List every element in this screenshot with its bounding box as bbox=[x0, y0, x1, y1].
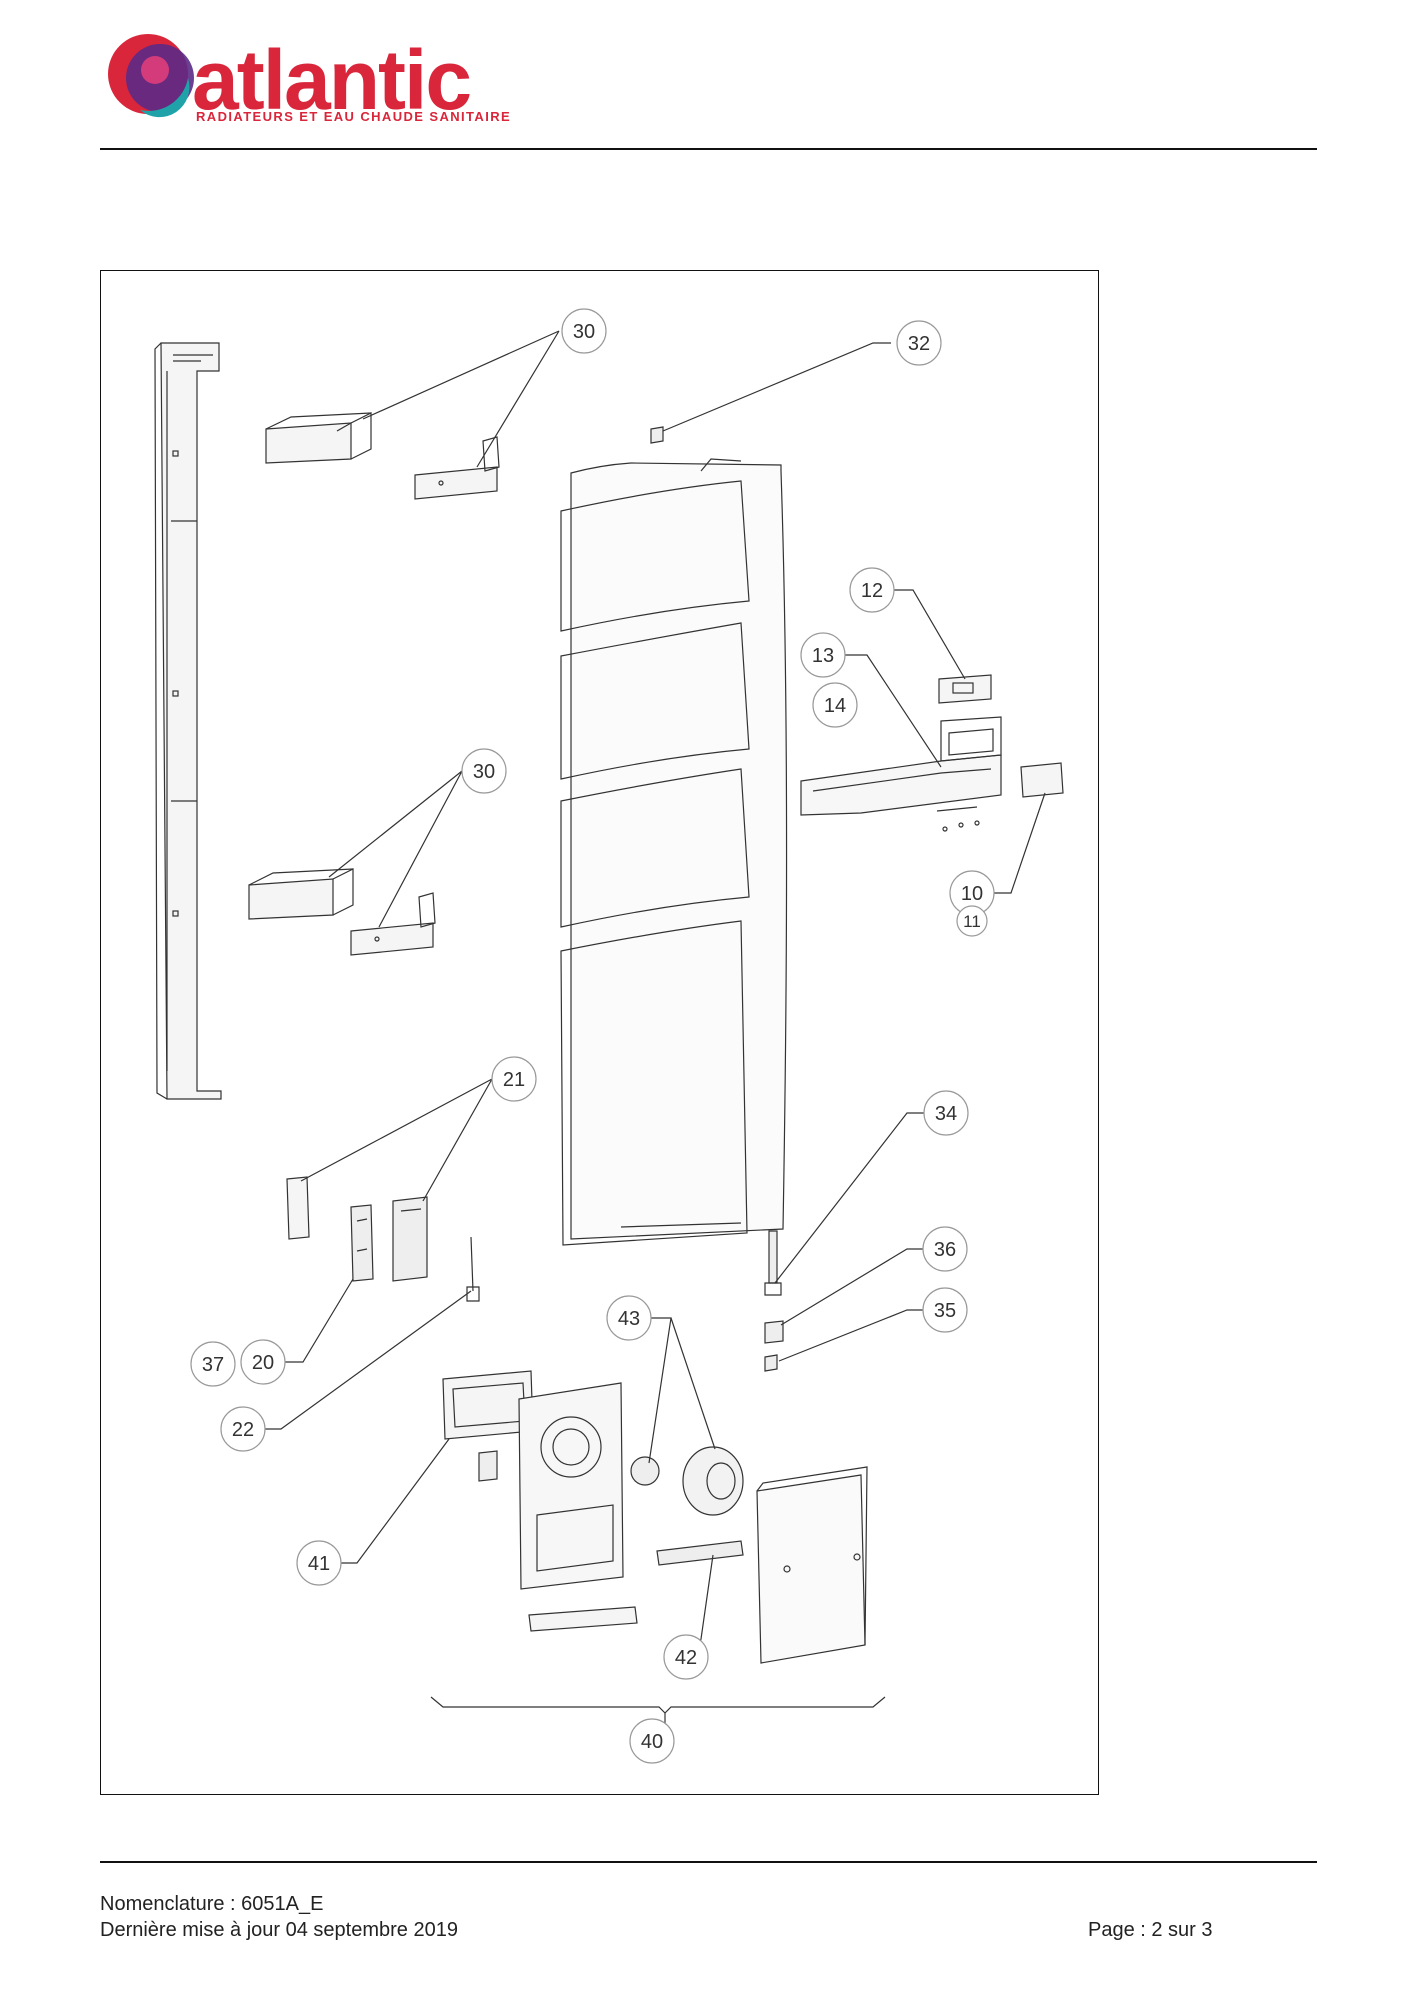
callout-number: 30 bbox=[573, 321, 595, 343]
callout-12: 12 bbox=[849, 567, 895, 613]
callout-42: 42 bbox=[663, 1634, 709, 1680]
callout-circle bbox=[849, 567, 895, 613]
callout-labels: 30 32 12 13 14 30 10 11 21 34 36 35 43 37 20 22 41 42 40 bbox=[190, 308, 995, 1764]
callout-circle bbox=[461, 748, 507, 794]
valve-nut-part bbox=[764, 1354, 778, 1372]
callout-circle bbox=[812, 682, 858, 728]
callout-number: 20 bbox=[252, 1352, 274, 1374]
exploded-diagram-frame: 30 32 12 13 14 30 10 11 21 34 36 35 43 37 20 22 41 42 40 bbox=[100, 270, 1099, 1795]
callout-number: 22 bbox=[232, 1419, 254, 1441]
callout-14: 14 bbox=[812, 682, 858, 728]
callout-circle bbox=[896, 320, 942, 366]
callout-circle bbox=[491, 1056, 537, 1102]
callout-10: 10 bbox=[949, 870, 995, 916]
sensor-probe bbox=[466, 1236, 480, 1302]
top-cap-part bbox=[650, 426, 664, 444]
callout-number: 14 bbox=[824, 695, 846, 717]
callout-circle bbox=[800, 632, 846, 678]
callout-number: 13 bbox=[812, 645, 834, 667]
callout-13: 13 bbox=[800, 632, 846, 678]
callout-circle bbox=[923, 1090, 969, 1136]
footer-rule bbox=[100, 1861, 1317, 1863]
grille-part bbox=[528, 1606, 638, 1632]
callout-number: 21 bbox=[503, 1069, 525, 1091]
callout-number: 43 bbox=[618, 1308, 640, 1330]
brand-name: atlantic bbox=[192, 33, 472, 127]
callout-circle bbox=[663, 1634, 709, 1680]
callout-30: 30 bbox=[461, 748, 507, 794]
atlantic-logo: atlantic RADIATEURS ET EAU CHAUDE SANITA… bbox=[100, 28, 520, 138]
exploded-parts-drawing: 30 32 12 13 14 30 10 11 21 34 36 35 43 37 20 22 41 42 40 bbox=[154, 308, 1064, 1764]
callout-circle bbox=[190, 1341, 236, 1387]
callout-number: 40 bbox=[641, 1731, 663, 1753]
callout-number: 41 bbox=[308, 1553, 330, 1575]
callout-number: 30 bbox=[473, 761, 495, 783]
callout-22: 22 bbox=[220, 1406, 266, 1452]
fan-switch-part bbox=[478, 1450, 498, 1482]
valve-clip-part bbox=[764, 1320, 784, 1344]
callout-circle bbox=[956, 905, 988, 937]
callout-number: 35 bbox=[934, 1300, 956, 1322]
callout-41: 41 bbox=[296, 1540, 342, 1586]
heating-element-part bbox=[656, 1540, 744, 1566]
radiator-front-panel bbox=[560, 458, 788, 1246]
valve-rod-part bbox=[764, 1230, 782, 1296]
callout-number: 37 bbox=[202, 1354, 224, 1376]
control-housing bbox=[800, 716, 1002, 816]
callout-43: 43 bbox=[606, 1295, 652, 1341]
fan-wheel-part bbox=[682, 1446, 744, 1516]
callout-37: 37 bbox=[190, 1341, 236, 1387]
callout-30: 30 bbox=[561, 308, 607, 354]
callout-35: 35 bbox=[922, 1287, 968, 1333]
control-screws bbox=[936, 806, 980, 832]
nomenclature-reference: Nomenclature : 6051A_E bbox=[100, 1893, 324, 1915]
callout-circle bbox=[561, 308, 607, 354]
callout-11: 11 bbox=[956, 905, 988, 937]
callout-number: 32 bbox=[908, 333, 930, 355]
brand-tagline: RADIATEURS ET EAU CHAUDE SANITAIRE bbox=[196, 109, 512, 124]
callout-number: 11 bbox=[963, 912, 981, 931]
callout-circle bbox=[296, 1540, 342, 1586]
power-module bbox=[392, 1196, 428, 1282]
assembly-bracket-line bbox=[430, 1696, 886, 1714]
callout-21: 21 bbox=[491, 1056, 537, 1102]
callout-number: 42 bbox=[675, 1647, 697, 1669]
callout-circle bbox=[629, 1718, 675, 1764]
leader-lines bbox=[265, 330, 1046, 1741]
callout-circle bbox=[922, 1287, 968, 1333]
electronic-board bbox=[350, 1204, 374, 1282]
callout-36: 36 bbox=[922, 1226, 968, 1272]
callout-circle bbox=[240, 1339, 286, 1385]
control-knob-part bbox=[1020, 762, 1064, 798]
last-update-date: Dernière mise à jour 04 septembre 2019 bbox=[100, 1919, 458, 1941]
wall-bracket-top bbox=[265, 412, 372, 464]
logo-mark-icon bbox=[108, 34, 194, 118]
callout-34: 34 bbox=[923, 1090, 969, 1136]
left-rail-part bbox=[154, 342, 222, 1100]
callout-32: 32 bbox=[896, 320, 942, 366]
callout-number: 12 bbox=[861, 580, 883, 602]
electronic-board-plate bbox=[286, 1176, 310, 1240]
control-display-cover bbox=[938, 674, 992, 704]
fan-motor-part bbox=[630, 1456, 660, 1486]
header-rule bbox=[100, 148, 1317, 150]
callout-40: 40 bbox=[629, 1718, 675, 1764]
callout-circle bbox=[922, 1226, 968, 1272]
wall-bracket-bottom bbox=[248, 868, 354, 920]
fan-cover-part bbox=[756, 1466, 868, 1664]
wall-bracket-top-plate bbox=[414, 436, 500, 500]
page-number: Page : 2 sur 3 bbox=[1088, 1919, 1213, 1941]
callout-20: 20 bbox=[240, 1339, 286, 1385]
callout-circle bbox=[606, 1295, 652, 1341]
callout-number: 10 bbox=[961, 883, 983, 905]
fan-housing bbox=[518, 1382, 624, 1590]
wall-bracket-bottom-plate bbox=[350, 892, 436, 956]
callout-circle bbox=[220, 1406, 266, 1452]
callout-number: 34 bbox=[935, 1103, 957, 1125]
callout-number: 36 bbox=[934, 1239, 956, 1261]
